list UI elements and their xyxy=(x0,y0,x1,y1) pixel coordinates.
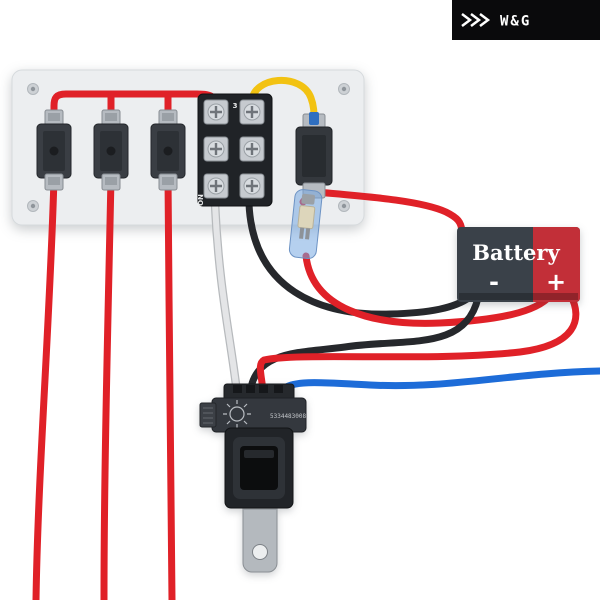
panel-screw-hole xyxy=(338,200,350,212)
fuse-leg xyxy=(299,227,305,239)
relay-part-number: 5334483008 xyxy=(270,413,307,420)
mounting-panel xyxy=(11,69,365,226)
circuit-breaker xyxy=(295,112,333,199)
screw-terminal xyxy=(238,98,266,126)
battery: Battery - + xyxy=(457,227,580,302)
battery-bottom-shade xyxy=(459,293,578,300)
terminal-label-3: 3 xyxy=(233,102,238,110)
panel-plate xyxy=(11,69,365,226)
tab-grid xyxy=(203,407,213,424)
panel-screw-hole xyxy=(27,200,39,212)
screw-terminal xyxy=(202,135,230,163)
switch2-red-wire xyxy=(100,174,115,600)
terminal-label-on: ON xyxy=(197,194,205,206)
starburst-rays-icon xyxy=(223,400,251,428)
logo-brand-text: W&G xyxy=(500,14,531,30)
panel-screw-hole xyxy=(27,83,39,95)
red-fuse-to-battery-wire xyxy=(302,252,554,327)
switch1-red-wire xyxy=(32,174,58,600)
blue-accessory-wire xyxy=(275,367,600,397)
brand-banner: W&G xyxy=(452,0,600,40)
breaker-face xyxy=(302,135,326,177)
switch3-red-wire xyxy=(164,174,176,600)
fuse-leg xyxy=(305,228,311,240)
mounting-bracket xyxy=(242,499,278,573)
starburst-icon xyxy=(229,406,245,422)
crimp-connector xyxy=(309,112,319,125)
bracket-hole xyxy=(252,544,268,560)
white-signal-wire xyxy=(212,201,240,396)
screw-terminal xyxy=(202,172,230,200)
terminal-block-switch: 3 ON xyxy=(197,93,273,207)
panel-screw-hole xyxy=(338,83,350,95)
logo-background xyxy=(452,0,600,40)
fuse-clip xyxy=(301,193,316,205)
connector-slot xyxy=(246,385,255,393)
connector-slot xyxy=(274,385,283,393)
screw-terminal xyxy=(202,98,230,126)
battery-minus-label: - xyxy=(489,268,499,296)
red-breaker-to-battery-wire xyxy=(312,188,466,235)
blade-fuse xyxy=(297,205,316,230)
red-battery-to-relay-wire xyxy=(256,290,580,396)
connector-slot xyxy=(233,385,242,393)
battery-positive-section-edge xyxy=(533,227,545,302)
logo-chevrons-icon xyxy=(461,13,491,27)
battery-plus-label: + xyxy=(546,268,566,296)
screw-terminal xyxy=(238,172,266,200)
relay-socket-gloss xyxy=(244,450,274,458)
black-battery-to-relay-wire xyxy=(246,294,482,397)
connector-slot xyxy=(259,385,268,393)
battery-label: Battery xyxy=(472,240,560,265)
relay-side-tab xyxy=(199,402,217,428)
fuse-holder xyxy=(288,189,323,259)
screw-terminal xyxy=(238,135,266,163)
flasher-relay: 5334483008 xyxy=(199,383,307,573)
